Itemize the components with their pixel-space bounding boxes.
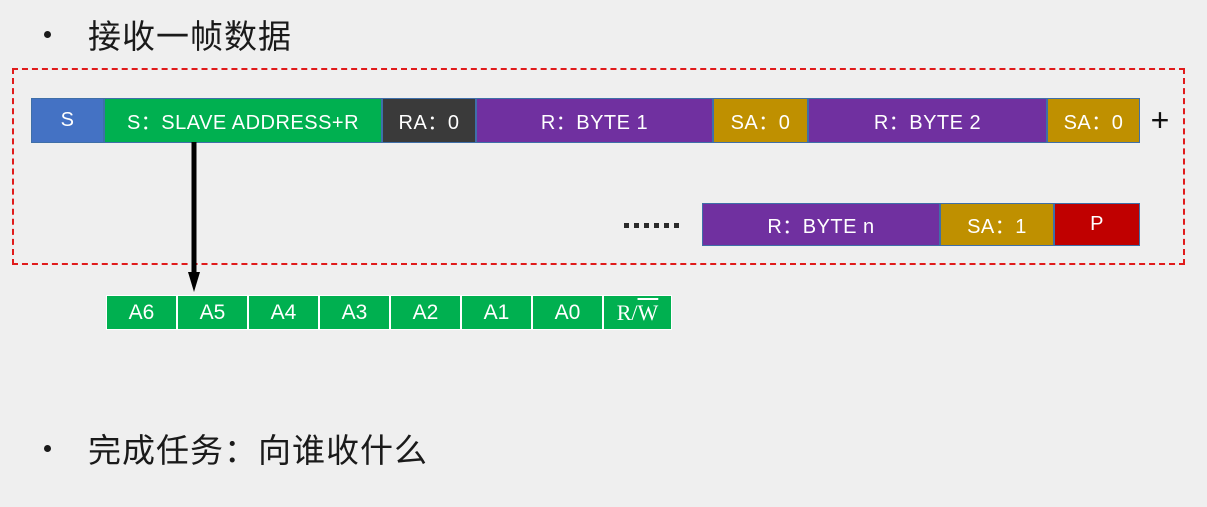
frame-segment-label: SA：0 — [730, 112, 791, 134]
frame-segment-label: S：SLAVE ADDRESS+R — [126, 112, 360, 134]
frame-segment-byte-n: R：BYTE n — [702, 203, 940, 246]
ellipsis-icon — [624, 213, 679, 237]
frame-segment-label: SA：1 — [967, 216, 1027, 238]
ellipsis-dot-icon — [634, 222, 639, 228]
ellipsis-dot-icon — [644, 222, 649, 228]
address-bit-label: A2 — [412, 300, 439, 324]
ellipsis-dot-icon — [674, 222, 679, 228]
bullet-dot-icon — [44, 30, 51, 38]
address-bit-cell: A3 — [319, 295, 390, 330]
frame-segment-label: R：BYTE 1 — [540, 112, 649, 134]
frame-segment-sa-nack: SA：1 — [940, 203, 1054, 246]
ellipsis-dot-icon — [664, 222, 669, 228]
ellipsis-dot-icon — [654, 222, 659, 228]
address-bit-cell: A1 — [461, 295, 532, 330]
address-bit-cell: A6 — [106, 295, 177, 330]
frame-segment-sa-ack-2: SA：0 — [1047, 98, 1140, 143]
frame-segment-sa-ack-1: SA：0 — [713, 98, 808, 143]
bullet-item-receive-frame: 接收一帧数据 — [44, 10, 292, 58]
address-bit-cell: A4 — [248, 295, 319, 330]
frame-segment-ra-ack: RA：0 — [382, 98, 476, 143]
frame-segment-label: P — [1090, 213, 1104, 235]
address-bit-label: A6 — [128, 300, 155, 324]
bullet-item-task-summary: 完成任务：向谁收什么 — [44, 424, 428, 472]
address-bit-cell: A5 — [177, 295, 248, 330]
bullet-bottom-label: 完成任务：向谁收什么 — [88, 431, 428, 470]
frame-segment-byte-1: R：BYTE 1 — [476, 98, 713, 143]
frame-segment-byte-2: R：BYTE 2 — [808, 98, 1047, 143]
address-bit-label: A3 — [341, 300, 368, 324]
read-write-bit-cell: R/W — [603, 295, 672, 330]
address-bit-label: A4 — [270, 300, 297, 324]
frame-segment-stop: P — [1054, 203, 1140, 246]
read-write-prefix-label: R/ — [616, 299, 638, 325]
plus-continuation-icon: + — [1150, 102, 1170, 138]
dashed-highlight-frame — [12, 68, 1185, 265]
ellipsis-dot-icon — [624, 222, 629, 228]
address-bit-label: A0 — [554, 300, 581, 324]
frame-segment-label: SA：0 — [1063, 112, 1124, 134]
down-arrow-icon — [188, 142, 200, 292]
address-bit-label: A1 — [483, 300, 510, 324]
frame-segment-label: S — [60, 109, 75, 131]
frame-segment-label: R：BYTE 2 — [873, 112, 982, 134]
frame-segment-slave-address: S：SLAVE ADDRESS+R — [104, 98, 382, 143]
address-bit-cell: A2 — [390, 295, 461, 330]
address-bits-row: A6 A5 A4 A3 A2 A1 A0 R/W — [106, 295, 672, 330]
frame-segment-start: S — [31, 98, 104, 143]
bullet-top-label: 接收一帧数据 — [88, 17, 292, 56]
frame-segment-label: R：BYTE n — [767, 216, 875, 238]
read-write-overline-label: W — [637, 299, 659, 325]
bullet-dot-icon — [44, 444, 51, 452]
frame-segment-label: RA：0 — [398, 112, 460, 134]
address-bit-cell: A0 — [532, 295, 603, 330]
address-bit-label: A5 — [199, 300, 226, 324]
